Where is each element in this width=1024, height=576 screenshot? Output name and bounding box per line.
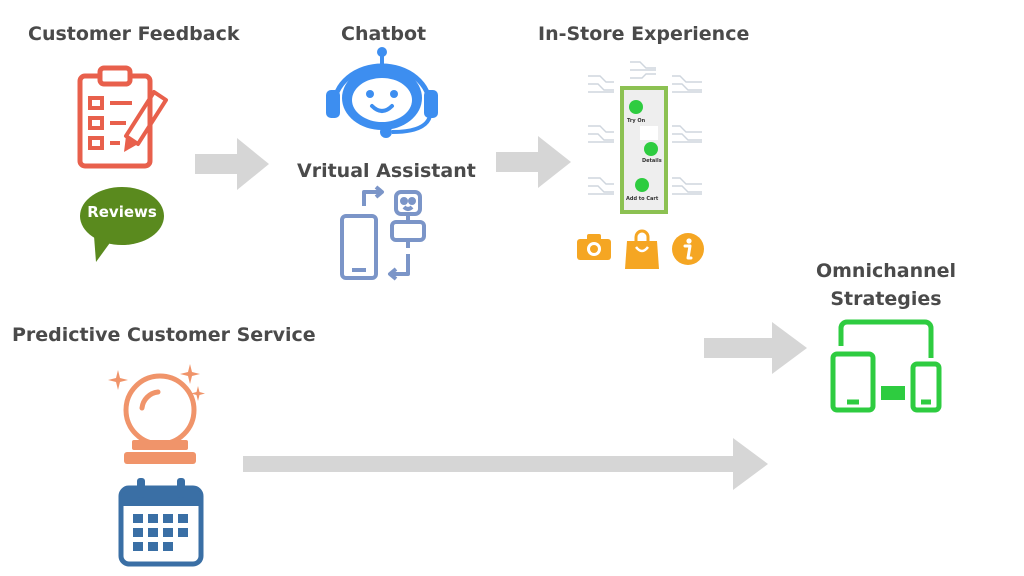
details-label: Details [642, 158, 662, 164]
details-dot[interactable] [644, 142, 658, 156]
clipboard-checklist-icon [77, 65, 168, 169]
camera-icon [577, 234, 611, 260]
arrow-chatbot-to-instore [496, 136, 571, 188]
sparkle-icon [180, 364, 200, 384]
info-icon [672, 233, 704, 265]
arrow-to-omnichannel [704, 322, 807, 374]
chatbot-robot-icon [326, 47, 438, 138]
circuit-decoration-right [672, 75, 702, 195]
virtual-assistant-icon [340, 185, 426, 281]
reviews-text: Reviews [87, 203, 157, 221]
shopping-bag-icon [625, 229, 659, 269]
customer-feedback-label: Customer Feedback [28, 23, 240, 45]
phone-mockup: Try On Details Add to Cart [620, 86, 668, 214]
circuit-decoration-top [630, 61, 656, 79]
omnichannel-label-line1: Omnichannel [815, 260, 957, 282]
crystal-ball-icon [108, 364, 205, 464]
omnichannel-label: Omnichannel Strategies [815, 257, 957, 313]
predictive-service-label: Predictive Customer Service [12, 324, 316, 346]
omnichannel-devices-icon [830, 319, 942, 413]
arrow-predictive-long [243, 438, 768, 490]
try-on-dot[interactable] [629, 100, 643, 114]
calendar-icon [118, 478, 204, 567]
arrow-feedback-to-chatbot [195, 138, 269, 190]
pencil-icon [124, 90, 168, 152]
placeholder-block [640, 126, 658, 140]
chatbot-label: Chatbot [341, 23, 427, 45]
sparkle-icon [108, 370, 128, 390]
instore-experience-label: In-Store Experience [538, 23, 750, 45]
omnichannel-label-line2: Strategies [830, 288, 942, 310]
reviews-bubble-icon [80, 187, 164, 262]
virtual-assistant-label: Vritual Assistant [297, 160, 476, 182]
sparkle-icon [191, 386, 205, 401]
add-to-cart-label: Add to Cart [626, 196, 659, 202]
circuit-decoration-left [588, 75, 614, 195]
try-on-label: Try On [627, 118, 646, 124]
add-to-cart-dot[interactable] [635, 178, 649, 192]
